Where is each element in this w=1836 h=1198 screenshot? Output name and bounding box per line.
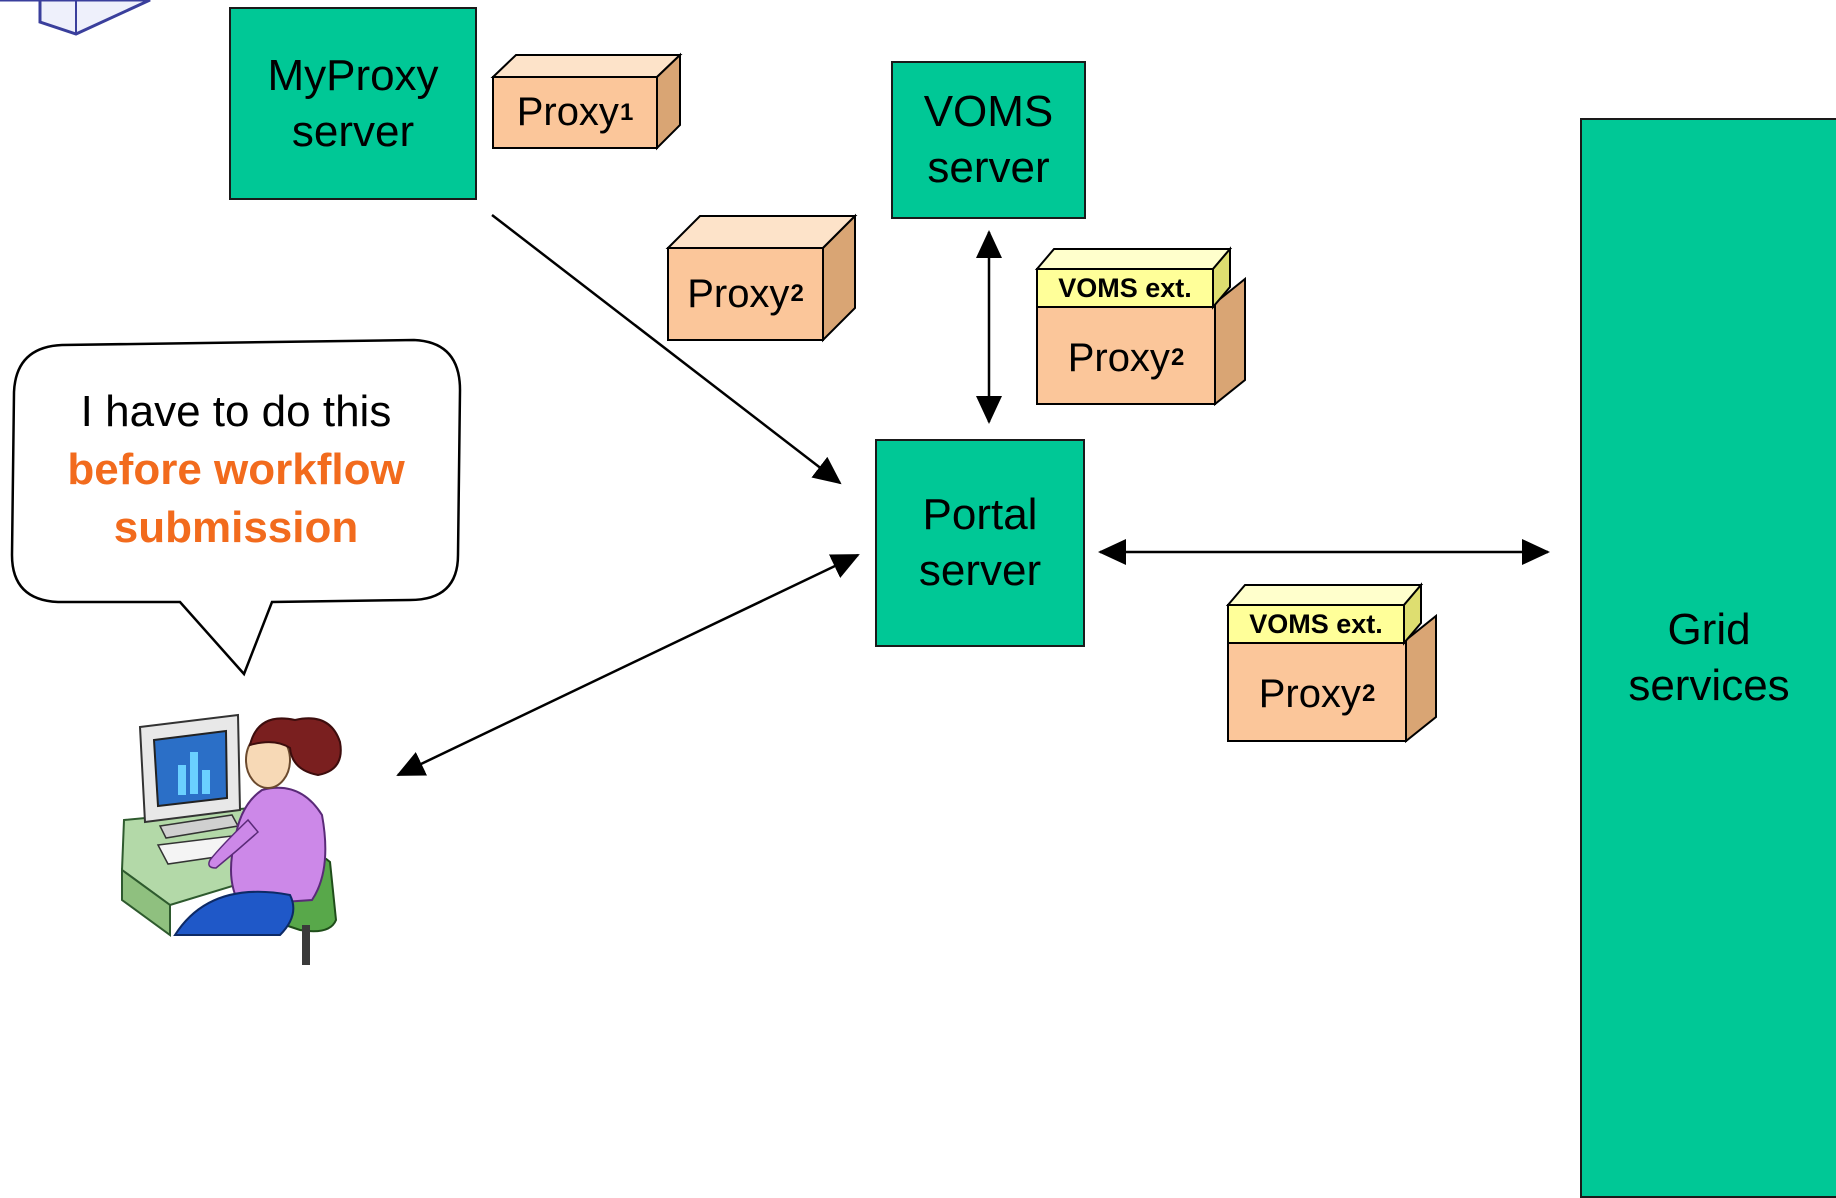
proxy2-grid-label-text: Proxy — [1258, 671, 1361, 716]
bubble-line2: before workflow — [67, 445, 405, 495]
proxy2-grid-ext-label: VOMS ext. — [1249, 608, 1383, 639]
proxy2-voms-label-sub: 2 — [1170, 344, 1185, 371]
proxy2-grid-label-sub: 2 — [1361, 680, 1376, 707]
proxy2-plain-label-sub: 2 — [790, 280, 804, 307]
voms-server: VOMS server — [891, 61, 1086, 219]
user-at-computer-icon — [120, 713, 342, 965]
proxy2-plain-box — [665, 213, 858, 343]
myproxy-server: MyProxy server — [229, 7, 477, 200]
portal-server-line1: Portal — [922, 490, 1038, 540]
myproxy-server-line2: server — [291, 106, 415, 156]
grid-services-line2: services — [1628, 661, 1790, 710]
bubble-line3: submission — [113, 503, 359, 553]
logo-icon — [0, 0, 151, 36]
proxy1-label-sub: 1 — [619, 98, 634, 126]
proxy2-voms-box — [1034, 246, 1246, 407]
arrow-user-portal — [396, 553, 860, 777]
proxy2-voms-ext-label: VOMS ext. — [1058, 272, 1192, 303]
bubble-line1: I have to do this — [80, 387, 392, 436]
speech-bubble — [10, 338, 462, 677]
proxy2-voms-label-text: Proxy — [1067, 335, 1170, 380]
grid-services-line1: Grid — [1667, 605, 1751, 655]
speech-bubble-text: I have to do this before workflow submis… — [20, 383, 452, 557]
portal-server-line2: server — [918, 546, 1042, 595]
portal-server: Portal server — [875, 439, 1085, 647]
voms-server-line2: server — [927, 143, 1050, 192]
proxy2-grid-box — [1225, 582, 1437, 744]
grid-services: Grid services — [1580, 118, 1836, 1198]
arrow-myproxy-to-portal — [491, 214, 842, 485]
proxy2-plain-label-text: Proxy — [687, 271, 790, 316]
proxy1-label-text: Proxy — [516, 90, 619, 134]
proxy1-box — [490, 52, 683, 151]
myproxy-server-line1: MyProxy — [267, 50, 439, 100]
voms-server-line1: VOMS — [923, 87, 1054, 137]
